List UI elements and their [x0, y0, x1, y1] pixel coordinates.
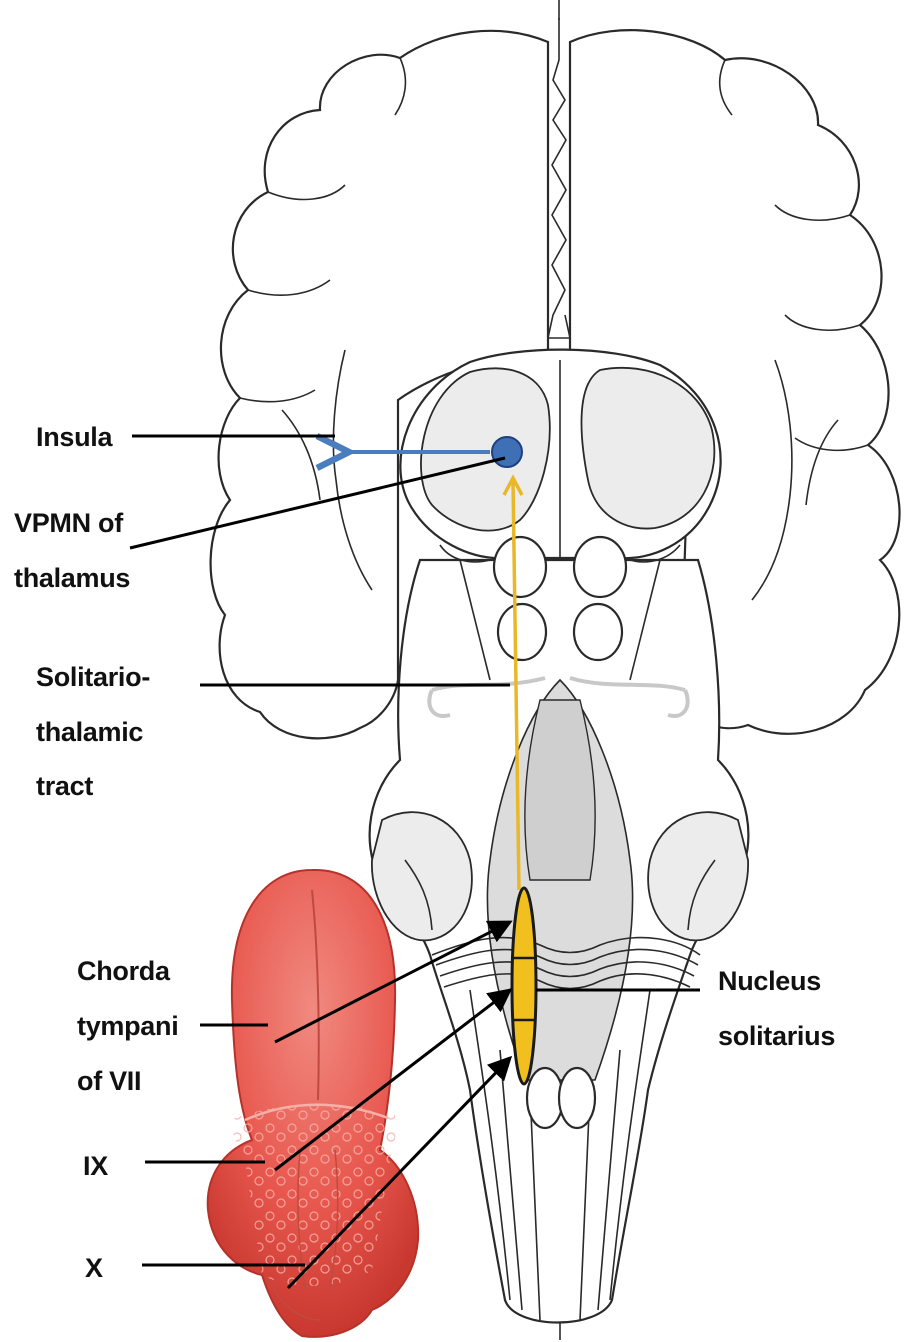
label-x: X [85, 1253, 103, 1283]
label-vpmn-line2: thalamus [14, 563, 130, 593]
superior-colliculus-right [574, 537, 626, 597]
gracile-tubercle-left [527, 1068, 563, 1128]
inferior-colliculus-left [498, 604, 546, 660]
tongue [208, 870, 418, 1337]
label-nucleus-line1: Nucleus [718, 966, 821, 996]
label-insula: Insula [36, 422, 114, 452]
label-chorda-line1: Chorda [77, 956, 171, 986]
longitudinal-fissure [548, 18, 570, 338]
nucleus-solitarius [512, 888, 536, 1084]
label-ix: IX [83, 1151, 108, 1181]
inferior-colliculus-right [574, 604, 622, 660]
superior-colliculus-left [494, 537, 546, 597]
label-vpmn-line1: VPMN of [14, 508, 124, 538]
label-solitario-line2: thalamic [36, 717, 143, 747]
vpmn-node [492, 437, 522, 467]
label-chorda-line3: of VII [77, 1066, 141, 1096]
label-chorda-line2: tympani [77, 1011, 178, 1041]
brainstem [370, 537, 749, 1323]
label-solitario-line3: tract [36, 771, 93, 801]
gracile-tubercle-right [559, 1068, 595, 1128]
label-nucleus-line2: solitarius [718, 1021, 835, 1051]
label-solitario-line1: Solitario- [36, 662, 150, 692]
